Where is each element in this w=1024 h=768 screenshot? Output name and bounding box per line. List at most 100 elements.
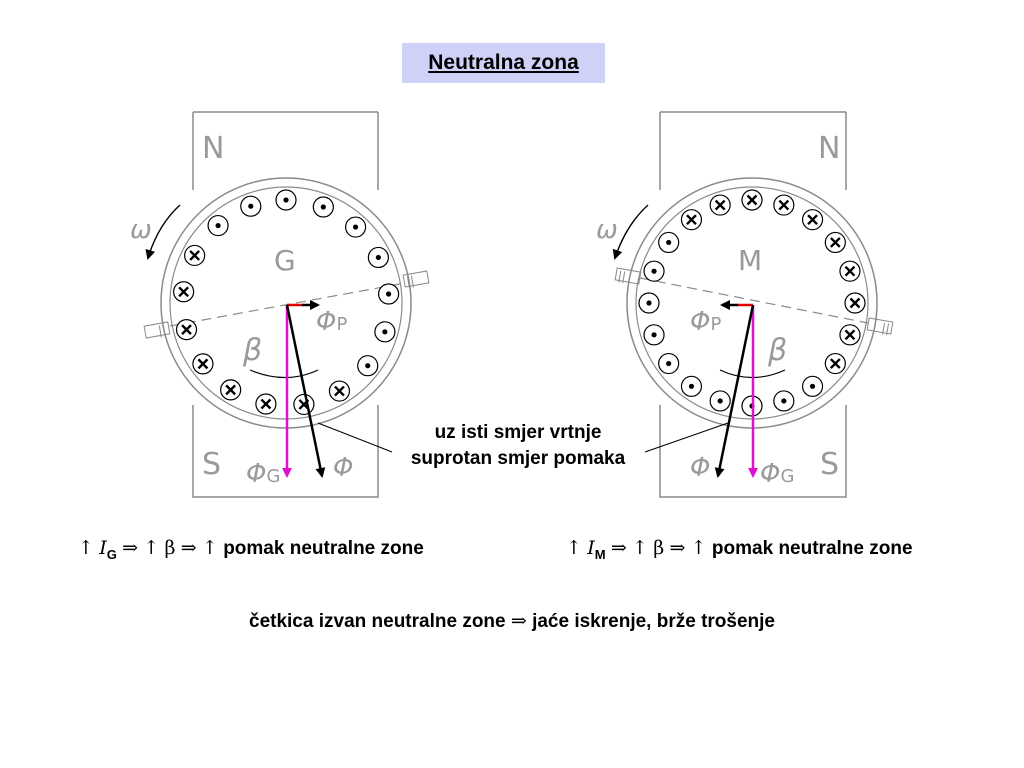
- left-pole-s: [192, 405, 379, 498]
- right-conductor-dot: [680, 375, 703, 397]
- formula-right-implies-2: ⇒: [669, 537, 686, 559]
- right-phi-p-sub: P: [710, 314, 721, 335]
- callout-leader-left: [317, 422, 393, 453]
- left-conductor-cross: [220, 379, 242, 401]
- right-beta: β: [767, 333, 787, 368]
- formula-right-sub: M: [594, 546, 606, 562]
- formula-right-up-2: ↑: [632, 537, 648, 559]
- formula-right: ↑ IM ⇒ ↑ β ⇒ ↑ pomak neutralne zone: [566, 537, 913, 562]
- callout: uz isti smjer vrtnje suprotan smjer poma…: [317, 422, 729, 469]
- callout-leader-right: [644, 422, 729, 453]
- left-conductor-dot: [207, 214, 229, 237]
- left-rotation-arrow: [145, 204, 181, 260]
- formula-left-beta: β: [164, 537, 176, 559]
- left-brush-right: [402, 270, 430, 289]
- left-phi-g-symbol: Φ: [246, 459, 266, 489]
- left-pole-n-label: N: [202, 131, 224, 166]
- right-pole-s-label: S: [820, 447, 839, 482]
- right-phi-g-sub: G: [780, 466, 794, 487]
- left-phi-p: ΦP: [316, 307, 347, 337]
- right-pole-n-label: N: [818, 131, 840, 166]
- left-phi-g-sub: G: [266, 466, 280, 487]
- formula-left-sub: G: [106, 546, 117, 562]
- left-omega: ω: [130, 215, 152, 245]
- right-phi-g-symbol: Φ: [760, 459, 780, 489]
- left-vector-phi: [285, 304, 326, 478]
- left-conductors: [173, 189, 400, 416]
- right-conductor-dot: [658, 352, 680, 375]
- left-phi-p-symbol: Φ: [316, 307, 336, 337]
- left-conductor-cross: [192, 353, 214, 375]
- right-phi-p-symbol: Φ: [690, 307, 710, 337]
- right-pole-s: [659, 405, 847, 498]
- left-conductor-cross: [255, 393, 277, 415]
- left-conductor-cross: [328, 380, 351, 402]
- note-part1: četkica izvan neutralne zone: [249, 611, 506, 632]
- left-conductor-dot: [357, 355, 379, 377]
- left-conductor-dot: [344, 216, 367, 238]
- right-conductor-cross: [801, 209, 824, 231]
- right-rotor-label: M: [738, 244, 762, 277]
- formula-left-up-1: ↑: [78, 537, 94, 559]
- right-phi-p: ΦP: [690, 307, 721, 337]
- right-conductor-cross: [824, 231, 846, 254]
- left-phi-p-sub: P: [336, 314, 347, 335]
- formula-right-text: pomak neutralne zone: [711, 538, 913, 559]
- right-conductor-cross: [680, 209, 703, 231]
- left-conductor-cross: [175, 319, 198, 341]
- formula-left-var: I: [99, 537, 107, 559]
- right-conductor-cross: [839, 260, 861, 282]
- formula-left-implies-1: ⇒: [122, 537, 139, 559]
- left-beta-arc: [249, 369, 319, 379]
- formula-left-implies-2: ⇒: [180, 537, 197, 559]
- left-conductor-cross: [173, 281, 195, 303]
- right-machine: N S M ω β ΦP ΦG Φ: [596, 111, 894, 498]
- left-pole-s-label: S: [202, 447, 221, 482]
- bottom-note: četkica izvan neutralne zone ⇒ jaće iskr…: [0, 610, 1024, 633]
- right-vector-phi: [714, 304, 755, 478]
- formula-right-up-1: ↑: [566, 537, 582, 559]
- left-brush-left: [143, 321, 171, 339]
- right-conductor-cross: [844, 292, 866, 314]
- left-rotor-label: G: [274, 244, 296, 277]
- left-conductor-dot: [275, 189, 297, 211]
- right-conductor-dot: [773, 390, 795, 412]
- formula-left-text: pomak neutralne zone: [223, 538, 424, 559]
- formula-right-up-3: ↑: [690, 537, 707, 559]
- right-conductor-cross: [824, 352, 846, 375]
- right-conductor-dot: [643, 260, 665, 282]
- formula-left-up-2: ↑: [143, 537, 160, 559]
- formula-left: ↑ IG ⇒ ↑ β ⇒ ↑ pomak neutralne zone: [78, 537, 424, 562]
- right-omega: ω: [596, 215, 618, 245]
- callout-line1: uz isti smjer vrtnje: [435, 422, 602, 443]
- left-conductor-dot: [312, 196, 334, 218]
- formula-right-var: I: [587, 537, 595, 559]
- formula-left-up-3: ↑: [202, 537, 218, 559]
- left-conductor-dot: [367, 246, 389, 269]
- left-conductor-dot: [378, 283, 400, 305]
- right-conductors: [638, 189, 866, 417]
- right-brush-left: [614, 267, 642, 285]
- callout-line2: suprotan smjer pomaka: [411, 448, 626, 469]
- left-conductor-dot: [374, 321, 396, 343]
- right-conductor-cross: [741, 189, 763, 211]
- neutral-zone-diagram: N S G ω β ΦP ΦG Φ: [130, 111, 894, 498]
- right-phi-g: ΦG: [760, 459, 794, 489]
- right-phi: Φ: [690, 453, 710, 483]
- left-pole-n: [192, 111, 379, 190]
- right-brush-right: [866, 317, 894, 336]
- left-conductor-dot: [240, 195, 262, 217]
- right-conductor-dot: [658, 231, 680, 254]
- right-conductor-cross: [709, 194, 731, 216]
- title-box: Neutralna zona: [402, 43, 605, 83]
- note-implies: ⇒: [510, 610, 527, 632]
- left-phi: Φ: [333, 453, 353, 483]
- left-conductor-cross: [184, 244, 206, 267]
- note-part2: jaće iskrenje, brže trošenje: [532, 611, 775, 632]
- right-conductor-dot: [638, 292, 660, 314]
- formula-right-beta: β: [653, 537, 665, 559]
- right-pole-n: [659, 111, 847, 190]
- left-phi-g: ΦG: [246, 459, 280, 489]
- left-machine: N S G ω β ΦP ΦG Φ: [130, 111, 430, 498]
- right-conductor-cross: [839, 324, 861, 346]
